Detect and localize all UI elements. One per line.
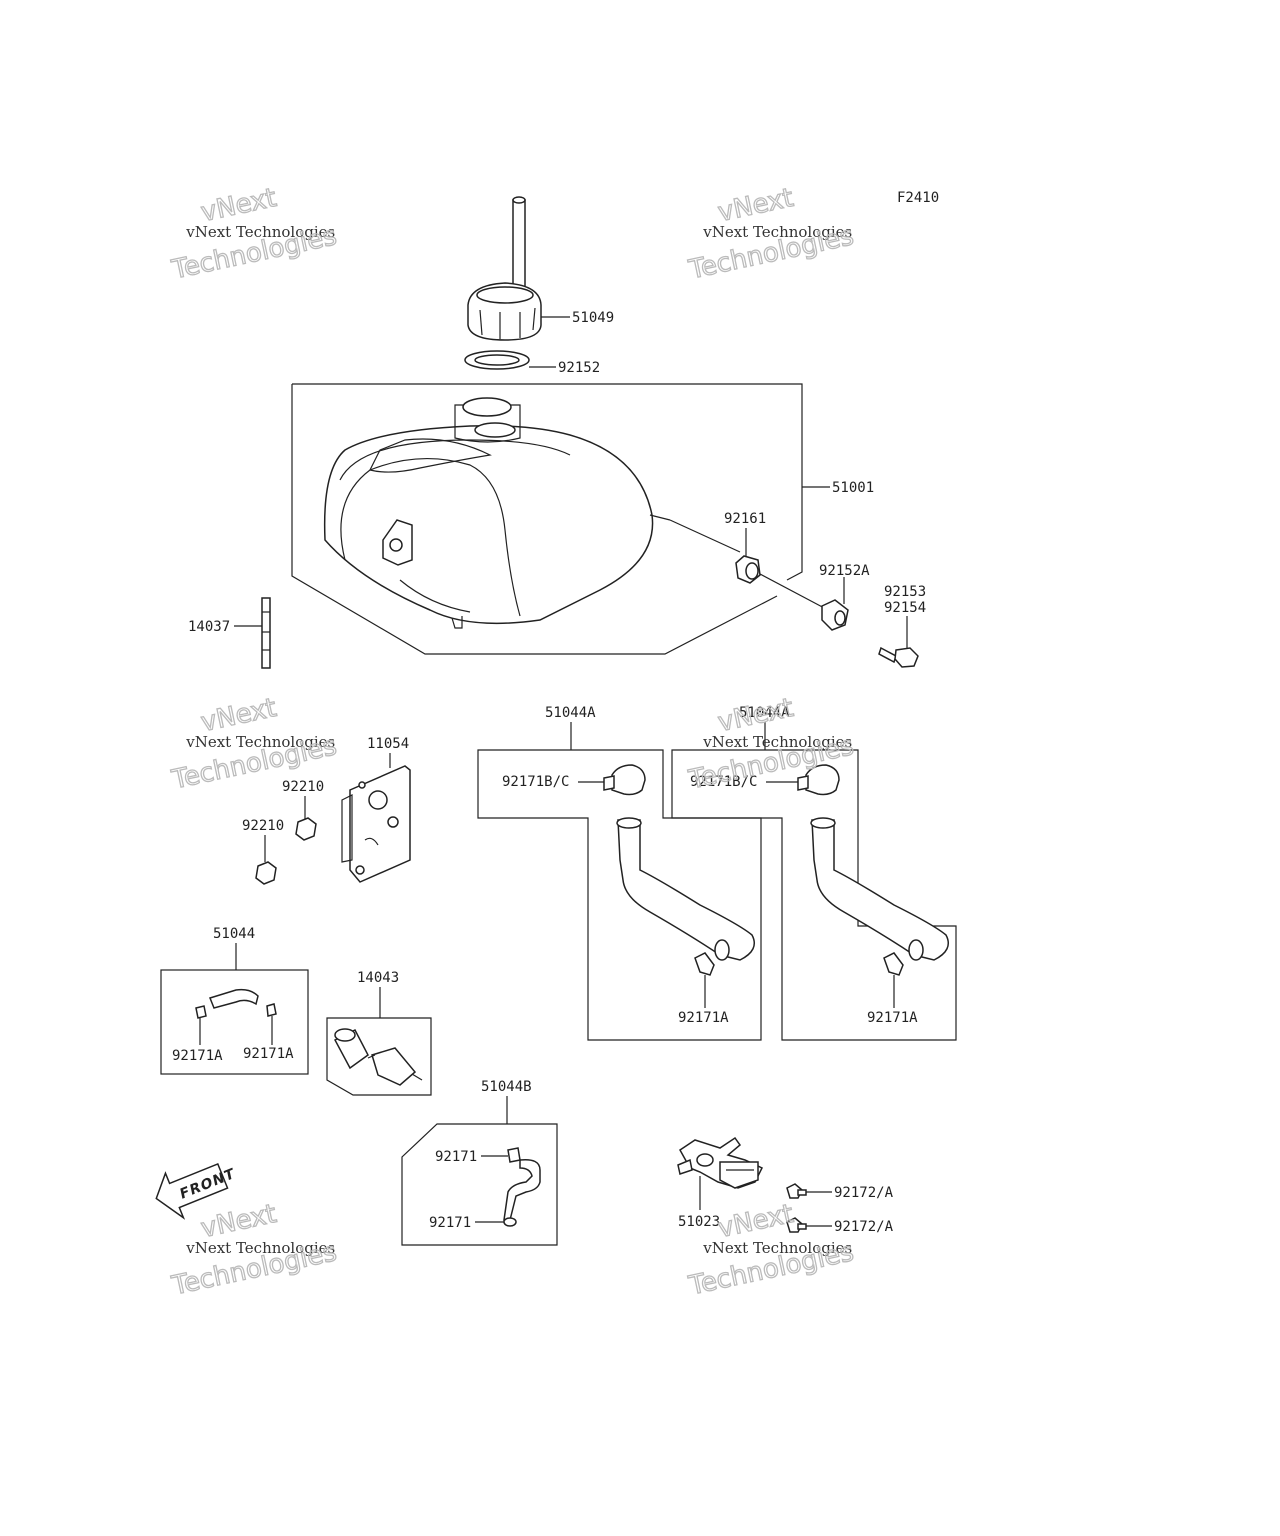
label-92171a-right: 92171A [867,1010,918,1026]
watermark-bottom-left: vNext vNext Technologies Technologies [168,1198,340,1302]
label-14043: 14043 [357,970,399,986]
label-92161: 92161 [724,511,766,527]
watermark-bottom-right: vNext vNext Technologies Technologies [685,1198,857,1302]
svg-text:vNext Technologies: vNext Technologies [185,1239,335,1257]
filter-group-outline [326,1017,432,1096]
fuel-cap-part[interactable] [467,196,542,341]
svg-text:vNext Technologies: vNext Technologies [702,733,852,751]
bolt-part[interactable] [878,646,919,668]
label-92172a-bottom: 92172/A [834,1219,894,1235]
label-92154: 92154 [884,600,926,616]
label-92171bc-right: 92171B/C [690,774,757,790]
label-14037: 14037 [188,619,230,635]
svg-text:vNext: vNext [716,693,797,738]
svg-text:vNext Technologies: vNext Technologies [702,223,852,241]
label-92152a: 92152A [819,563,870,579]
nut-part-a[interactable] [295,817,317,841]
collar-part[interactable] [821,599,849,631]
fuel-line-group-right-outline [671,749,957,1041]
fuel-tank-part[interactable] [323,397,741,629]
svg-text:vNext: vNext [716,183,797,228]
label-92210-a: 92210 [282,779,324,795]
nut-part-b[interactable] [255,861,277,885]
breather-hose-part[interactable] [261,597,271,669]
label-92171a-small-1: 92171A [172,1048,223,1064]
label-11054: 11054 [367,736,409,752]
fuel-line-left-part[interactable] [603,764,755,976]
bracket-part[interactable] [341,765,411,883]
svg-text:vNext: vNext [716,1199,797,1244]
svg-text:vNext Technologies: vNext Technologies [185,733,335,751]
label-92171-top: 92171 [435,1149,477,1165]
fuel-filter-part[interactable] [333,1028,423,1086]
screw-part-bottom[interactable] [786,1217,807,1233]
label-51044a-left: 51044A [545,705,596,721]
label-92153: 92153 [884,584,926,600]
svg-text:vNext Technologies: vNext Technologies [185,223,335,241]
label-92210-b: 92210 [242,818,284,834]
label-51044b: 51044B [481,1079,532,1095]
svg-text:vNext Technologies: vNext Technologies [702,1239,852,1257]
label-51049: 51049 [572,310,614,326]
watermark-top-left: vNext vNext Technologies Technologies [168,182,340,286]
label-92172a-top: 92172/A [834,1185,894,1201]
gasket-part[interactable] [464,350,530,370]
grommet-part[interactable] [735,555,761,584]
fuel-line-group-left-outline [477,749,762,1041]
label-92171a-small-2: 92171A [243,1046,294,1062]
screw-part-top[interactable] [786,1183,807,1199]
label-51001: 51001 [832,480,874,496]
label-51023: 51023 [678,1214,720,1230]
svg-text:vNext: vNext [199,693,280,738]
tank-group-outline [291,383,803,655]
watermark-top-right: vNext vNext Technologies Technologies [685,182,857,286]
hose-51044-group-outline [160,969,309,1075]
fuel-cock-part[interactable] [677,1136,764,1189]
svg-text:vNext: vNext [199,1199,280,1244]
hose-51044b-group-outline [401,1123,558,1246]
label-92171bc-left: 92171B/C [502,774,569,790]
label-92171-bottom: 92171 [429,1215,471,1231]
svg-text:vNext: vNext [199,183,280,228]
diagram-code: F2410 [897,190,939,206]
hose-51044-part[interactable] [195,988,277,1019]
label-51044: 51044 [213,926,255,942]
hose-51044b-part[interactable] [503,1147,541,1227]
label-92171a-left: 92171A [678,1010,729,1026]
label-51044a-right: 51044A [739,705,790,721]
fuel-line-right-part[interactable] [797,764,949,976]
label-92152: 92152 [558,360,600,376]
